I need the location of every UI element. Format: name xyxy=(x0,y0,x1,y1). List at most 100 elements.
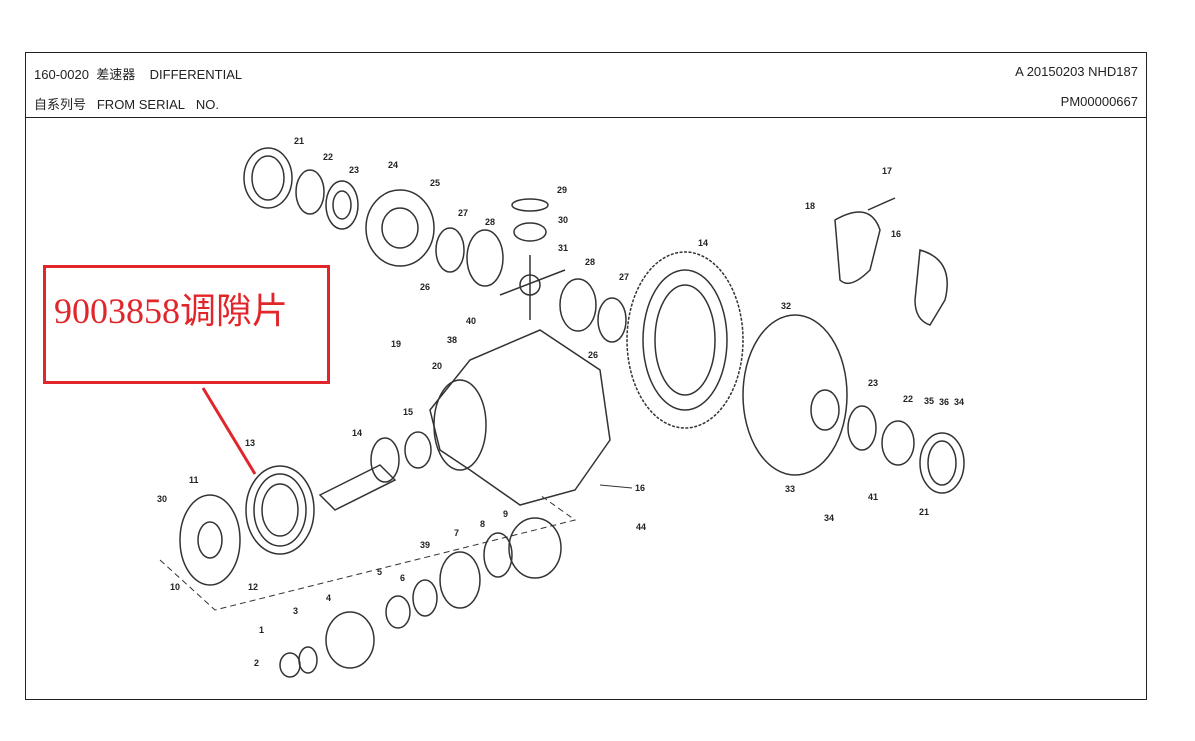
callout: 31 xyxy=(558,243,568,253)
callout: 11 xyxy=(189,475,199,485)
callout: 13 xyxy=(245,438,255,448)
serial-label: 自系列号 FROM SERIAL NO. xyxy=(34,94,219,113)
callout: 6 xyxy=(400,573,405,583)
bearing-cap-16b xyxy=(914,249,948,326)
callout: 23 xyxy=(349,165,359,175)
washer-27 xyxy=(435,227,465,273)
ring-gear-14 xyxy=(626,251,744,429)
callout: 16 xyxy=(891,229,901,239)
callout: 34 xyxy=(824,513,834,523)
diff-case-half-32 xyxy=(742,314,848,476)
callout-labels: 21 22 23 24 25 29 27 28 30 31 28 27 26 4… xyxy=(157,136,964,668)
diff-case-25 xyxy=(365,189,435,267)
side-gear-28 xyxy=(466,229,504,287)
washer-3 xyxy=(298,646,318,674)
header-title: 160-0020 差速器 DIFFERENTIAL xyxy=(34,64,242,83)
callout: 30 xyxy=(558,215,568,225)
bearing-cap-16a xyxy=(834,211,881,285)
seal-9 xyxy=(508,517,562,579)
callout: 21 xyxy=(919,507,929,517)
adjuster-21b xyxy=(919,432,965,494)
callout: 32 xyxy=(781,301,791,311)
callout: 3 xyxy=(293,606,298,616)
washer-29 xyxy=(511,198,549,212)
bearing-cup-22 xyxy=(295,169,325,215)
callout: 40 xyxy=(466,316,476,326)
pinion-30 xyxy=(513,222,547,242)
flange-4 xyxy=(325,611,375,669)
side-gear-28b xyxy=(559,278,597,332)
part-name-cn: 差速器 xyxy=(96,67,136,82)
spider-31 xyxy=(499,255,566,320)
annotation-pointer-line xyxy=(201,387,257,475)
callout: 1 xyxy=(259,625,264,635)
washer-27b xyxy=(597,297,627,343)
callout: 33 xyxy=(785,484,795,494)
callout: 19 xyxy=(391,339,401,349)
cage-7 xyxy=(439,551,481,609)
callout: 2 xyxy=(254,658,259,668)
callout: 34 xyxy=(954,397,964,407)
spacer-5 xyxy=(385,595,411,629)
callout: 22 xyxy=(903,394,913,404)
callout: 14 xyxy=(698,238,708,248)
callout: 20 xyxy=(432,361,442,371)
revision-code: A 20150203 NHD187 xyxy=(1015,64,1138,79)
callout: 25 xyxy=(430,178,440,188)
callout: 28 xyxy=(585,257,595,267)
oring-8 xyxy=(483,532,513,578)
callout: 18 xyxy=(805,201,815,211)
callout: 23 xyxy=(868,378,878,388)
carrier-housing-16 xyxy=(429,329,611,506)
leader-line-16 xyxy=(599,484,633,489)
callout: 16 xyxy=(635,483,645,493)
serial-no-label: NO. xyxy=(195,97,219,112)
shim-pack-13 xyxy=(245,465,315,555)
callout: 24 xyxy=(388,160,398,170)
cup-22b xyxy=(881,420,915,466)
bearing-15 xyxy=(404,431,432,469)
callout: 35 xyxy=(924,396,934,406)
parts-sheet: 160-0020 差速器 DIFFERENTIAL A 20150203 NHD… xyxy=(25,52,1147,700)
cage-11 xyxy=(179,494,241,586)
callout: 21 xyxy=(294,136,304,146)
bearing-6 xyxy=(412,579,438,617)
callout: 5 xyxy=(377,567,382,577)
callout: 41 xyxy=(868,492,878,502)
bearing-23b xyxy=(847,405,877,451)
pinion-14 xyxy=(318,437,400,511)
callout: 12 xyxy=(248,582,258,592)
callout: 36 xyxy=(939,397,949,407)
callout: 29 xyxy=(557,185,567,195)
nut-2 xyxy=(279,652,301,678)
callout: 8 xyxy=(480,519,485,529)
callout: 38 xyxy=(447,335,457,345)
callout: 26 xyxy=(588,350,598,360)
sheet-header: 160-0020 差速器 DIFFERENTIAL A 20150203 NHD… xyxy=(26,53,1146,118)
part-group-code: 160-0020 xyxy=(34,67,89,82)
annotation-text: 9003858调隙片 xyxy=(54,291,289,331)
serial-label-cn: 自系列号 xyxy=(34,97,87,112)
callout: 28 xyxy=(485,217,495,227)
serial-label-en: FROM SERIAL xyxy=(96,97,185,112)
callout: 4 xyxy=(326,593,331,603)
page-id: PM00000667 xyxy=(1060,94,1138,109)
callout: 22 xyxy=(323,152,333,162)
callout: 26 xyxy=(420,282,430,292)
callout: 44 xyxy=(636,522,646,532)
callout: 15 xyxy=(403,407,413,417)
callout: 9 xyxy=(503,509,508,519)
callout: 27 xyxy=(458,208,468,218)
callout: 10 xyxy=(170,582,180,592)
bolt-17 xyxy=(867,197,896,211)
callout: 14 xyxy=(352,428,362,438)
callout: 17 xyxy=(882,166,892,176)
part-name-en: DIFFERENTIAL xyxy=(149,67,243,82)
bearing-23 xyxy=(325,180,359,230)
callout: 27 xyxy=(619,272,629,282)
dashed-guide xyxy=(159,494,577,611)
callout: 39 xyxy=(420,540,430,550)
callout: 30 xyxy=(157,494,167,504)
bearing-cone-21 xyxy=(243,147,293,209)
